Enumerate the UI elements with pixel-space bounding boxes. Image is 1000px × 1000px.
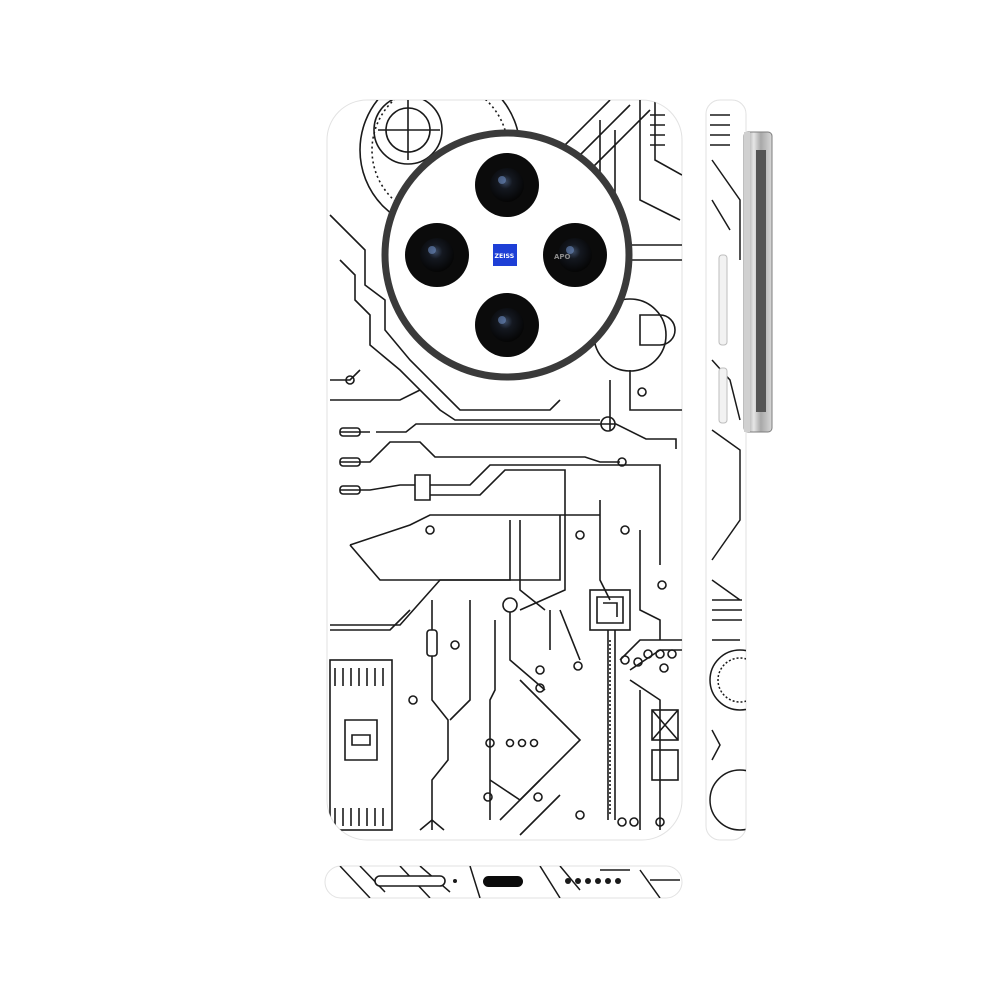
lens-marking: APO [554, 253, 571, 261]
camera-lens-icon [475, 153, 539, 217]
phone-bottom-view [324, 865, 683, 899]
sim-tray-icon [374, 875, 457, 887]
camera-lens-icon [405, 223, 469, 287]
phone-side-view [705, 99, 773, 841]
power-button [718, 367, 728, 424]
speaker-grille-icon [565, 878, 621, 884]
usb-c-port-icon [483, 876, 523, 887]
volume-button [718, 254, 728, 346]
camera-module: APO ZEISS [381, 129, 633, 381]
brand-badge-text: ZEISS [495, 253, 515, 260]
camera-lens-icon: APO [543, 223, 607, 287]
zeiss-logo-icon: ZEISS [493, 244, 517, 266]
camera-lens-icon [475, 293, 539, 357]
